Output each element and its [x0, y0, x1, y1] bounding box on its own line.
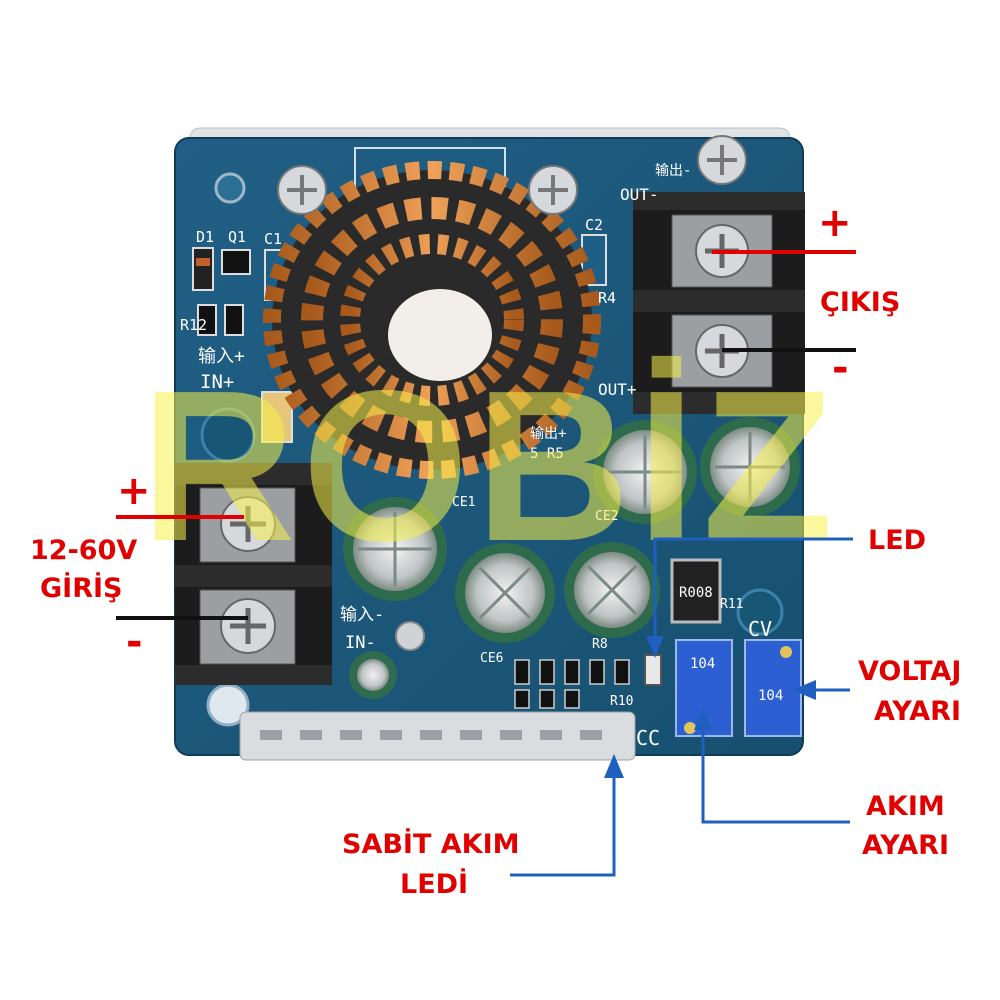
- screw-top-mid: [528, 165, 578, 215]
- toroid-inductor: [263, 161, 601, 479]
- led-arrow: [646, 636, 664, 658]
- input-plus-sign: +: [117, 468, 151, 514]
- screw-top-right: [697, 135, 747, 185]
- resistor-r12b: [224, 304, 244, 336]
- diode-band: [196, 258, 210, 266]
- silk-in-cn: 输入+: [198, 346, 245, 367]
- sense-resistor: [670, 558, 722, 624]
- silk-r5: 5 R5: [530, 446, 564, 462]
- capacitor-r8-side: [564, 542, 660, 638]
- silk-d1: D1: [196, 228, 214, 246]
- silk-r12: R12: [180, 316, 207, 334]
- diode-d1: [192, 247, 214, 291]
- silk-c1: C1: [264, 230, 282, 248]
- current-leader: [701, 726, 850, 824]
- output-title: ÇIKIŞ: [820, 287, 901, 318]
- capacitor-ce1: [343, 497, 447, 601]
- cc-led-leader: [510, 772, 616, 877]
- cc-led-line1: SABİT AKIM: [342, 829, 520, 860]
- screw-small: [395, 621, 425, 651]
- input-minus-sign: -: [126, 619, 143, 665]
- current-adj-line1: AKIM: [866, 791, 945, 822]
- resistor-r12a: [197, 304, 217, 336]
- voltage-potentiometer: [744, 639, 802, 737]
- mounting-hole-left: [200, 407, 256, 463]
- silk-r11: R11: [720, 597, 743, 612]
- capacitor-ce2: [593, 420, 697, 524]
- voltage-adj-line2: AYARI: [874, 696, 962, 727]
- current-arrow: [694, 708, 712, 730]
- silk-pot2: 104: [758, 688, 783, 704]
- silk-ce2: CE2: [595, 509, 618, 524]
- silk-cv: CV: [748, 617, 772, 641]
- capacitor-out: [700, 417, 800, 517]
- voltage-arrow: [792, 680, 816, 700]
- silk-out-cn2: 输出+: [530, 426, 566, 442]
- current-adj-line2: AYARI: [862, 830, 950, 861]
- silk-out-plus: OUT+: [598, 380, 637, 399]
- silk-q1: Q1: [228, 228, 246, 246]
- transistor-q1: [221, 249, 251, 275]
- input-title-line2: GİRİŞ: [40, 573, 123, 604]
- led-leader: [653, 537, 853, 650]
- voltage-adj-line1: VOLTAJ: [858, 656, 962, 687]
- silk-pot1: 104: [690, 656, 715, 672]
- cc-led-arrow: [604, 754, 624, 778]
- watermark: ROBİZ: [141, 345, 840, 586]
- silk-in-plus: IN+: [200, 371, 234, 393]
- silk-r10: R10: [610, 694, 633, 709]
- silk-ce1: CE1: [452, 495, 475, 510]
- indicator-led: [644, 654, 662, 686]
- silk-r4: R4: [598, 289, 616, 307]
- mounting-hole-bottom-right: [736, 588, 784, 636]
- mounting-hole-top-left: [214, 172, 246, 204]
- header-pins: [260, 730, 602, 740]
- small-cap-top: [357, 659, 389, 691]
- capacitor-ce6: [455, 543, 555, 643]
- output-minus-sign: -: [832, 345, 849, 391]
- silk-resistor: R008: [679, 585, 713, 601]
- silk-r8: R8: [592, 637, 608, 652]
- silk-out-minus: OUT-: [620, 185, 659, 204]
- smd-row: [514, 659, 630, 709]
- silk-cc: CC: [636, 726, 660, 750]
- screw-top-left: [277, 165, 327, 215]
- silk-ce6: CE6: [480, 651, 503, 666]
- led-label: LED: [868, 525, 927, 556]
- silk-out-cn: 输出-: [655, 163, 691, 179]
- silk-c2: C2: [585, 216, 603, 234]
- silk-in-minus-cn: 输入-: [340, 605, 384, 625]
- output-plus-sign: +: [818, 200, 852, 246]
- input-title-line1: 12-60V: [30, 535, 138, 566]
- silk-in-minus: IN-: [345, 633, 376, 653]
- cc-led-line2: LEDİ: [400, 869, 469, 900]
